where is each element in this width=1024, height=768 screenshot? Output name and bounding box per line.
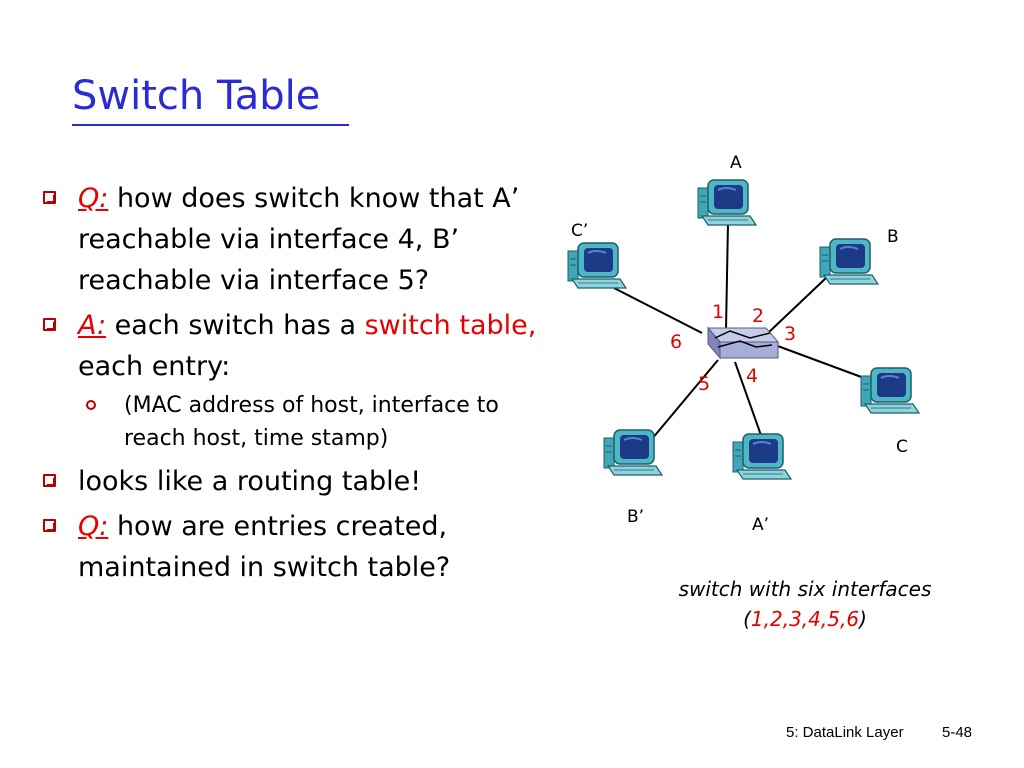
bullet-question-2: Q: how are entries created, maintained i… <box>40 506 565 588</box>
diagram-caption: switch with six interfaces (1,2,3,4,5,6) <box>620 574 990 634</box>
caption-close-paren: ) <box>859 607 867 631</box>
host-label-Bprime: B’ <box>627 507 644 527</box>
host-label-C: C <box>896 437 908 457</box>
sub-bullet-text: (MAC address of host, interface to reach… <box>124 393 499 451</box>
caption-open-paren: ( <box>743 607 751 631</box>
link-C <box>774 344 865 379</box>
interface-label-1: 1 <box>712 301 724 323</box>
checkbox-bullet-icon <box>43 519 56 532</box>
footer-page-number: 5-48 <box>942 724 973 741</box>
switch-network-diagram: A C’ B C B’ A’ 1 2 3 4 5 6 <box>567 153 920 535</box>
sub-bullet-list: (MAC address of host, interface to reach… <box>78 389 565 455</box>
computer-Cprime-icon <box>567 242 627 289</box>
link-A <box>725 221 729 331</box>
footer-chapter: 5: DataLink Layer <box>786 724 904 741</box>
host-label-Aprime: A’ <box>752 515 769 535</box>
ring-bullet-icon <box>86 400 96 410</box>
switch-table-highlight: switch table, <box>364 310 537 341</box>
checkbox-bullet-icon <box>43 474 56 487</box>
host-label-Cprime: C’ <box>571 221 588 241</box>
q-label: Q: <box>78 511 109 542</box>
computer-C-icon <box>860 367 920 414</box>
computer-B-icon <box>819 238 879 285</box>
title-underline <box>72 124 349 126</box>
bullet-list: Q: how does switch know that A’ reachabl… <box>40 178 565 592</box>
bullet-text: each entry: <box>78 351 231 382</box>
switch-icon <box>706 326 780 360</box>
a-label: A: <box>78 310 107 341</box>
bullet-text: how does switch know that A’ reachable v… <box>78 183 520 296</box>
computer-Bprime-icon <box>603 429 663 476</box>
interface-label-4: 4 <box>746 365 758 387</box>
interface-label-6: 6 <box>670 331 682 353</box>
caption-line-2: (1,2,3,4,5,6) <box>620 604 990 634</box>
link-B <box>767 277 827 334</box>
q-label: Q: <box>78 183 109 214</box>
bullet-answer: A: each switch has a switch table, each … <box>40 305 565 455</box>
host-label-B: B <box>887 227 899 247</box>
computer-A-icon <box>697 179 757 226</box>
bullet-question-1: Q: how does switch know that A’ reachabl… <box>40 178 565 301</box>
host-label-A: A <box>730 153 742 173</box>
caption-line-1: switch with six interfaces <box>678 577 932 601</box>
bullet-text: each switch has a <box>106 310 365 341</box>
bullet-text: how are entries created, maintained in s… <box>78 511 451 583</box>
link-Cprime <box>613 287 703 334</box>
interface-label-2: 2 <box>752 305 764 327</box>
interface-label-5: 5 <box>698 373 710 395</box>
bullet-text: looks like a routing table! <box>78 466 422 497</box>
slide-title: Switch Table <box>72 73 321 119</box>
interface-label-3: 3 <box>784 323 796 345</box>
checkbox-bullet-icon <box>43 191 56 204</box>
caption-interface-list: 1,2,3,4,5,6 <box>750 607 860 631</box>
computer-Aprime-icon <box>732 433 792 480</box>
checkbox-bullet-icon <box>43 318 56 331</box>
sub-bullet-entry: (MAC address of host, interface to reach… <box>40 389 565 455</box>
bullet-routing: looks like a routing table! <box>40 461 565 502</box>
